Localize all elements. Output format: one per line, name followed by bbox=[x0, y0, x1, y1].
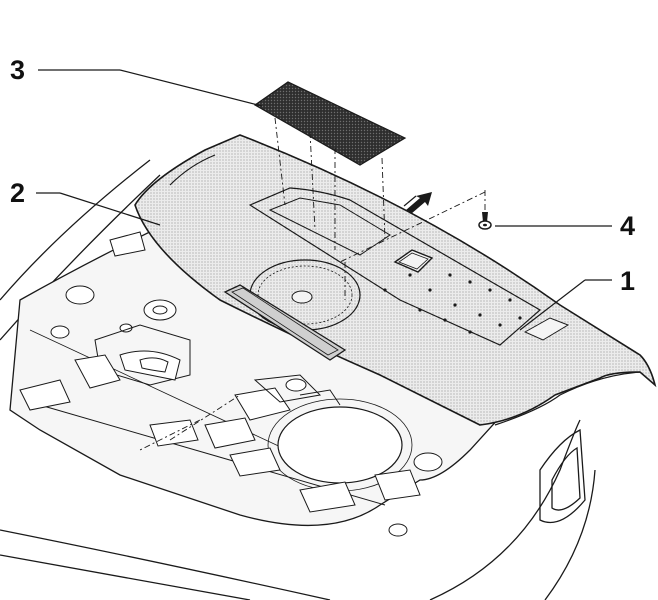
leader-lines bbox=[36, 69, 612, 331]
screw-fastener-icon bbox=[478, 212, 492, 230]
parcel-shelf-trim bbox=[134, 134, 657, 426]
callout-label-1: 1 bbox=[620, 266, 636, 296]
insulation-pad bbox=[253, 81, 407, 166]
trunk-floor-panel bbox=[9, 214, 522, 537]
callout-label-2: 2 bbox=[10, 178, 26, 208]
direction-arrow-icon bbox=[403, 192, 432, 214]
callout-label-3: 3 bbox=[10, 55, 26, 85]
callout-label-4: 4 bbox=[620, 211, 636, 241]
assembly-guide-lines bbox=[139, 117, 486, 451]
